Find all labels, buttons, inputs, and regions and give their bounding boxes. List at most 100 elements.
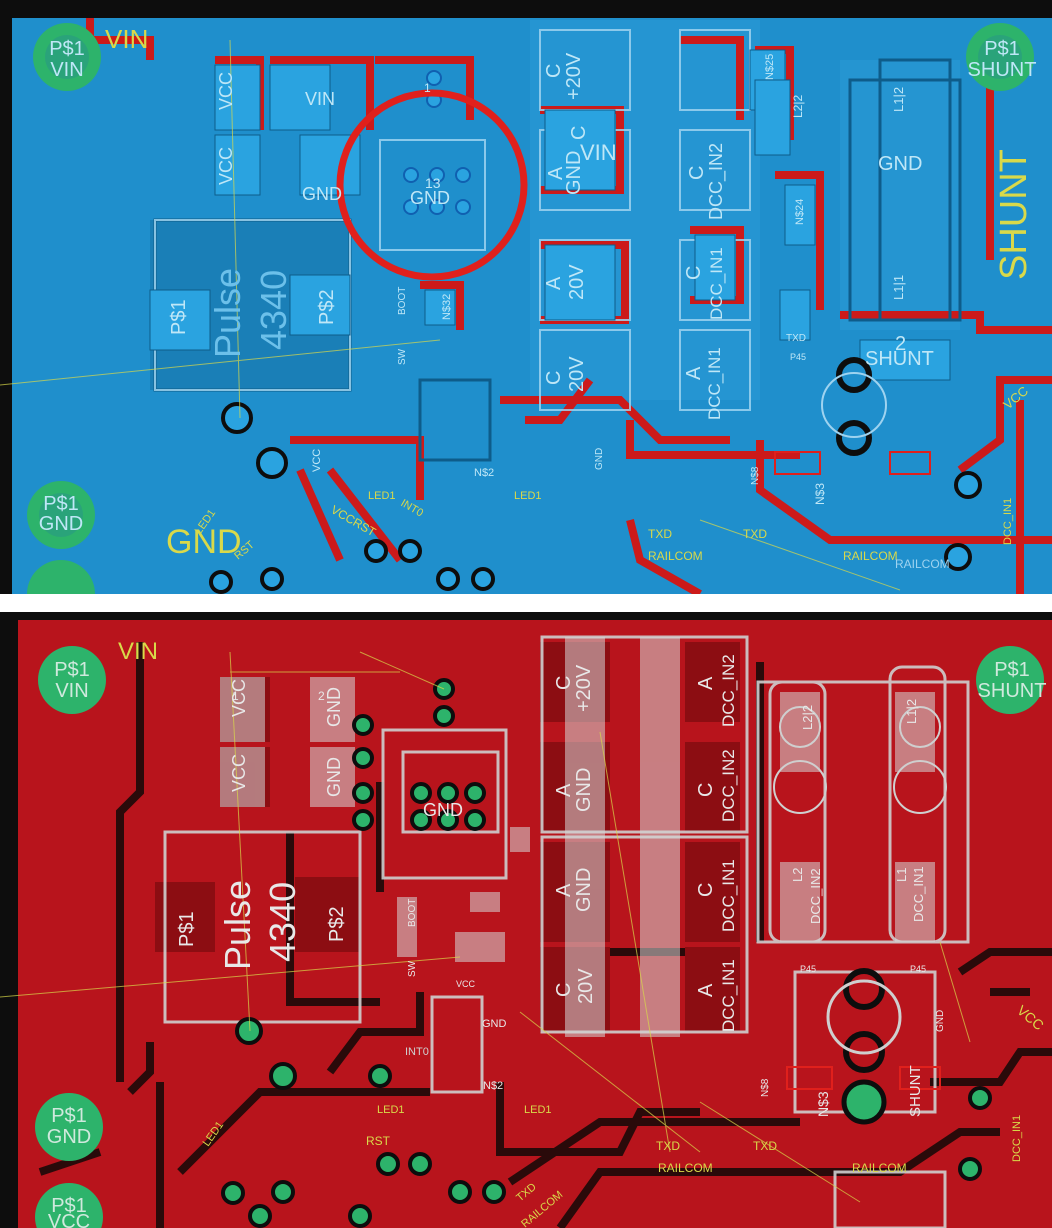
inductor-p2: P$2 [316, 289, 338, 325]
pads-group [149, 49, 951, 381]
smd-vcc2: VCC [216, 147, 236, 185]
vin-pad-label-2: VIN [50, 59, 83, 81]
smd-gnd2: GND [324, 757, 344, 797]
smd-l22: L2|2 [791, 95, 805, 118]
net-txd-2: TXD [743, 527, 767, 541]
smd-n2: N$2 [483, 1080, 503, 1092]
shunt-pad-label-1: P$1 [994, 659, 1030, 681]
smd-one: 1 [424, 81, 431, 95]
smd-l22: L2|2 [800, 705, 815, 730]
net-rst: RST [366, 1134, 391, 1148]
gnd-pad-label-2: GND [47, 1126, 91, 1148]
net-txd-1: TXD [648, 527, 672, 541]
cap-1-n: DCC_IN2 [719, 654, 738, 727]
net-led1-2: LED1 [524, 1104, 552, 1116]
net-railcom-1: RAILCOM [648, 549, 703, 563]
smd-dcc-in2: DCC_IN2 [808, 868, 823, 924]
smd-dcc-in1: DCC_IN1 [911, 866, 926, 922]
cap-2-a: C [695, 783, 717, 797]
shunt-pad-label-2: SHUNT [978, 680, 1047, 702]
net-dcc-in1: DCC_IN1 [1011, 1115, 1023, 1162]
cap-4-c: C [553, 983, 575, 997]
net-vin: VIN [118, 638, 158, 665]
net-txd-2: TXD [753, 1139, 777, 1153]
smd-gnd1: GND [324, 687, 344, 727]
smd-gnd-center: GND [410, 188, 450, 208]
cap-1-a: A [695, 676, 717, 690]
smd-n25: N$25 [764, 54, 776, 80]
gnd-pad-label-2: GND [39, 513, 83, 535]
cap-3-c: A [553, 883, 575, 897]
smd-n8: N$8 [760, 1078, 771, 1097]
smd-boot: BOOT [407, 899, 418, 927]
cap-1-v: +20V [563, 52, 585, 100]
vias-group [209, 70, 982, 594]
smd-num13: 13 [425, 175, 441, 191]
shunt-pad-label-1: P$1 [984, 38, 1020, 60]
cap-2-v: VIN [580, 140, 617, 165]
smd-vcc2: VCC [229, 754, 249, 792]
smd-n3: N$3 [815, 1091, 831, 1117]
smd-p45: P45 [790, 352, 806, 362]
net-vin: VIN [105, 24, 148, 54]
hatched-pad-right [899, 1066, 941, 1090]
cap-3-n: DCC_IN1 [719, 859, 738, 932]
smd-vcc1: VCC [216, 72, 236, 110]
smd-one: 1 [232, 689, 239, 703]
cap-8-v: DCC_IN1 [705, 347, 724, 420]
cap-3-v: DCC_IN2 [706, 143, 727, 220]
bottom-layer-view[interactable]: P$1 VIN P$1 SHUNT P$1 GND P$1 VCC VIN VC… [0, 612, 1052, 1228]
smd-vin1: VIN [305, 89, 335, 109]
cap-5-v: 20V [566, 264, 588, 300]
smd-shunt-r: SHUNT [907, 1065, 924, 1117]
cap-3-c: C [686, 166, 708, 180]
highlight-circle [336, 89, 528, 281]
cap-4-c: A [545, 166, 567, 180]
cap-8-c: A [683, 366, 705, 380]
vias-group [221, 678, 992, 1228]
net-railcom-2: RAILCOM [843, 549, 898, 563]
ratsnest-group [0, 651, 971, 1203]
vcc-pad-label-1: P$1 [51, 1195, 87, 1217]
cap-7-v: 20V [566, 356, 588, 392]
cap-2-c: C [568, 126, 590, 140]
net-led1-2: LED1 [514, 490, 542, 502]
shunt-block [840, 60, 960, 330]
cap-4-v: GND [563, 151, 585, 195]
top-layer-canvas: P$1 VIN P$1 SHUNT P$1 GND VIN GND SHUNT … [0, 18, 1052, 594]
vin-pad-label-1: P$1 [49, 38, 85, 60]
cap-3-v: GND [573, 868, 595, 912]
smd-l2: L2 [790, 868, 805, 882]
smd-sw: SW [407, 960, 418, 977]
smd-txd: TXD [786, 333, 806, 344]
smd-shunt-r: SHUNT [865, 348, 934, 370]
bottom-labels: P$1 VIN P$1 SHUNT P$1 GND P$1 VCC VIN VC… [47, 638, 1047, 1228]
cap-4-v: 20V [575, 968, 597, 1004]
net-railcom-3: RAILCOM [895, 557, 950, 571]
inductor-p1: P$1 [168, 299, 190, 335]
hatched-pad-left [786, 1066, 833, 1090]
net-gnd: GND [166, 523, 242, 561]
net-railcom-2: RAILCOM [852, 1161, 907, 1175]
vin-pad-label-1: P$1 [54, 659, 90, 681]
mounting-holes [35, 646, 1044, 1228]
panel-separator [0, 594, 1052, 612]
cap-7-c: C [543, 371, 565, 385]
inductor-name: Pulse [217, 880, 258, 970]
smd-l1: L1 [894, 868, 909, 882]
smd-two: 2 [318, 689, 325, 703]
cap-4-a: A [695, 983, 717, 997]
smd-gnd-r: GND [935, 1010, 946, 1032]
cap-1-c: C [553, 676, 575, 690]
hatched-pad-left [774, 451, 821, 475]
outline-group [153, 58, 962, 462]
net-led1-1: LED1 [368, 490, 396, 502]
net-led1-1: LED1 [377, 1104, 405, 1116]
vin-pad-label-2: VIN [55, 680, 88, 702]
smd-two: 2 [895, 333, 906, 355]
smd-l11: L1|1 [891, 275, 906, 300]
smd-sw: SW [397, 348, 408, 365]
top-layer-view[interactable]: P$1 VIN P$1 SHUNT P$1 GND VIN GND SHUNT … [0, 0, 1052, 594]
cap-6-v: DCC_IN1 [707, 247, 726, 320]
smd-n24: N$24 [794, 199, 806, 225]
